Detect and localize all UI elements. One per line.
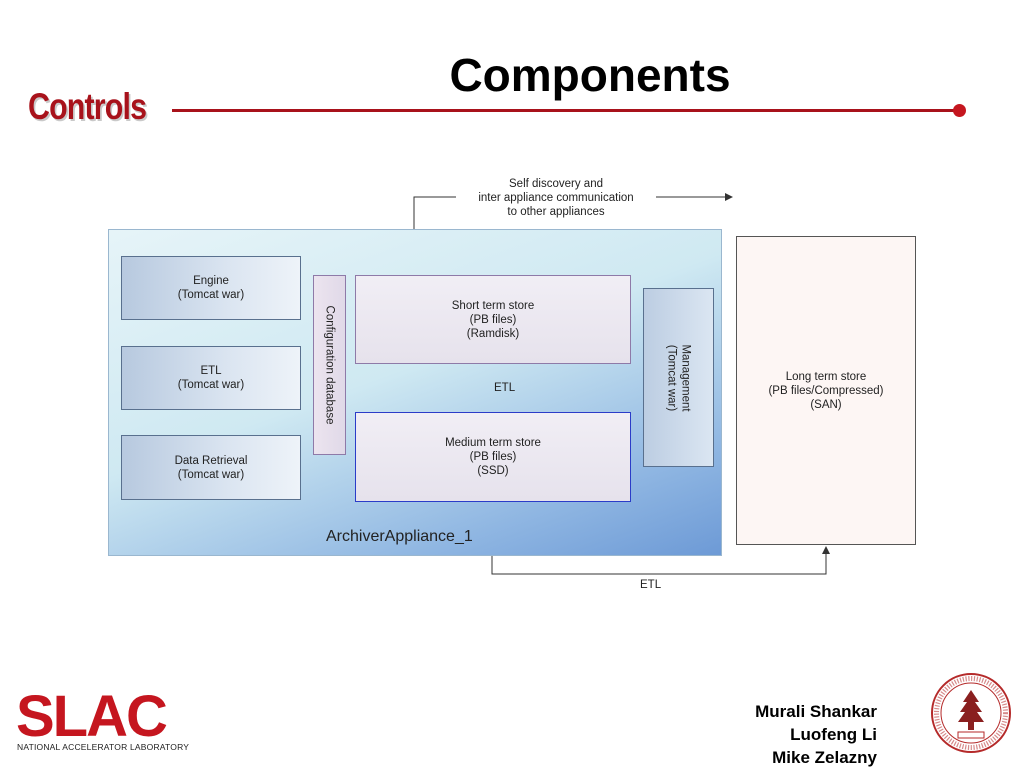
configuration-database: Configuration database (313, 275, 346, 455)
etl-outer-label: ETL (640, 579, 662, 591)
discovery-label: Self discovery and inter appliance commu… (456, 177, 656, 219)
slac-logo: SLAC (16, 684, 168, 749)
etl-component: ETL(Tomcat war) (121, 346, 301, 410)
slide-title: Components (449, 49, 731, 101)
long-term-store: Long term store(PB files/Compressed)(SAN… (736, 236, 916, 545)
engine-component: Engine(Tomcat war) (121, 256, 301, 320)
header-divider-dot (953, 104, 966, 117)
medium-term-store: Medium term store(PB files)(SSD) (355, 412, 631, 502)
author-name: Mike Zelazny (772, 748, 877, 767)
header-divider (172, 109, 958, 112)
etl-inner-label: ETL (494, 382, 516, 394)
discovery-arrow (413, 196, 470, 229)
author-name: Luofeng Li (790, 725, 877, 744)
author-name: Murali Shankar (755, 702, 877, 721)
stanford-seal-icon (931, 673, 1011, 753)
short-term-store: Short term store(PB files)(Ramdisk) (355, 275, 631, 364)
appliance-label: ArchiverAppliance_1 (326, 528, 473, 545)
management-component: Management (Tomcat war) (643, 288, 714, 467)
slac-subtitle: NATIONAL ACCELERATOR LABORATORY (17, 742, 190, 752)
controls-logo: Controls (28, 86, 147, 127)
data-retrieval-component: Data Retrieval(Tomcat war) (121, 435, 301, 500)
author-list: Murali Shankar Luofeng Li Mike Zelazny (755, 700, 877, 769)
